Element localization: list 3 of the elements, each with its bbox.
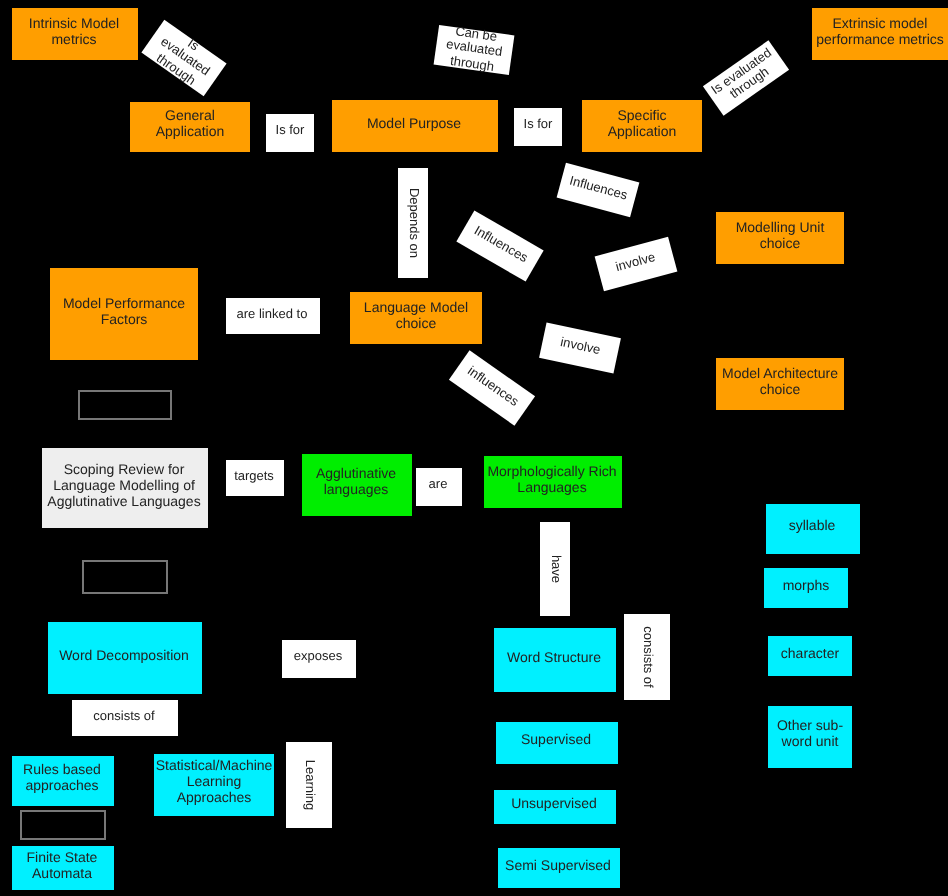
empty-box [19,809,105,839]
empty-box [81,559,167,593]
empty-box [77,389,171,419]
